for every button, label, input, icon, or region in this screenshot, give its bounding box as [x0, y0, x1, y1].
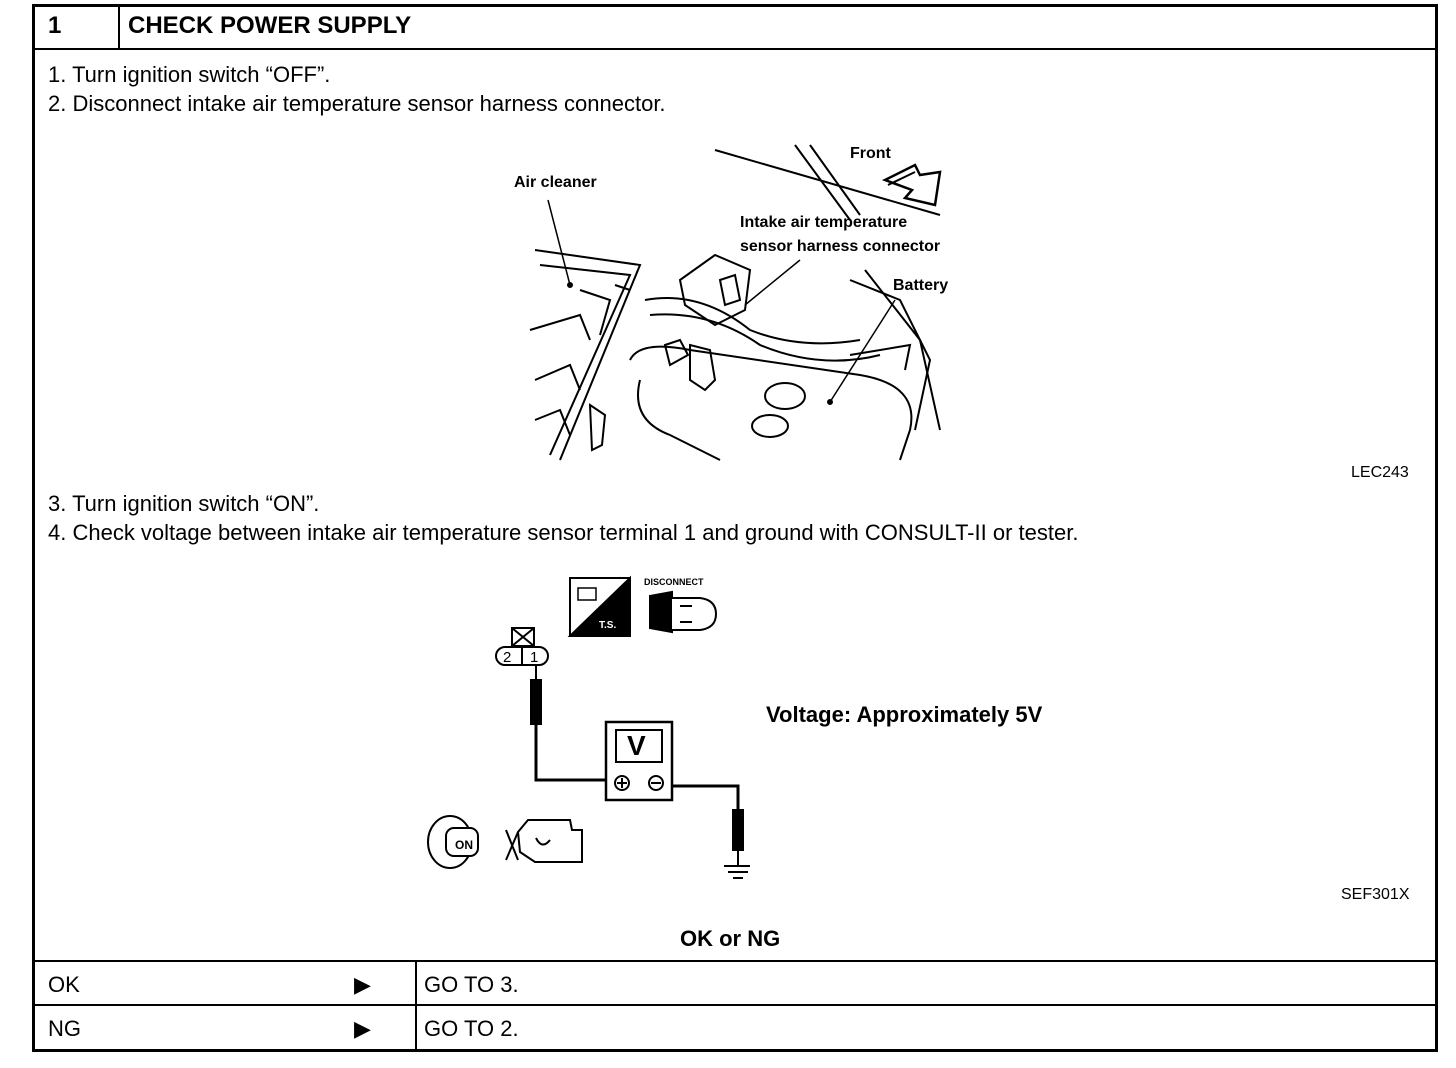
- ts-icon-label: T.S.: [599, 620, 617, 631]
- label-front: Front: [850, 145, 891, 162]
- label-connector-line2: sensor harness connector: [740, 238, 941, 255]
- figure-code-lec243: LEC243: [1351, 464, 1409, 481]
- label-battery: Battery: [893, 277, 949, 294]
- voltmeter-symbol: V: [627, 730, 646, 761]
- procedure-frame: [32, 4, 1438, 1052]
- voltage-check-diagram: [427, 575, 750, 879]
- page-title: CHECK POWER SUPPLY: [128, 12, 412, 39]
- label-connector-line1: Intake air temperature: [740, 214, 908, 231]
- instruction-step-1: 1. Turn ignition switch “OFF”.: [48, 62, 331, 87]
- result-action-ng: GO TO 2.: [424, 1016, 519, 1041]
- result-label-ok: OK: [48, 972, 80, 997]
- figure-code-sef301x: SEF301X: [1341, 886, 1410, 903]
- result-action-ok: GO TO 3.: [424, 972, 519, 997]
- step-number: 1: [48, 12, 62, 39]
- result-label-ng: NG: [48, 1016, 81, 1041]
- disconnect-icon-label: DISCONNECT: [644, 577, 704, 587]
- instruction-step-4: 4. Check voltage between intake air temp…: [48, 520, 1079, 545]
- instruction-step-2: 2. Disconnect intake air temperature sen…: [48, 91, 666, 116]
- arrow-right-icon: ▶: [354, 1016, 371, 1041]
- header-divider: [118, 6, 120, 48]
- terminal-2-label: 2: [503, 649, 512, 666]
- result-row-divider: [32, 1004, 1438, 1006]
- header-row: [32, 4, 1438, 50]
- terminal-1-label: 1: [530, 649, 539, 666]
- judgement-heading: OK or NG: [680, 926, 781, 951]
- instruction-step-3: 3. Turn ignition switch “ON”.: [48, 491, 320, 516]
- result-table-top-border: [32, 960, 1438, 962]
- engine-bay-illustration: [529, 144, 942, 461]
- ignition-key-on-label: ON: [455, 838, 473, 852]
- arrow-right-icon: ▶: [354, 972, 371, 997]
- voltage-spec: Voltage: Approximately 5V: [766, 702, 1043, 727]
- result-column-divider: [415, 962, 417, 1050]
- label-air-cleaner: Air cleaner: [514, 174, 597, 191]
